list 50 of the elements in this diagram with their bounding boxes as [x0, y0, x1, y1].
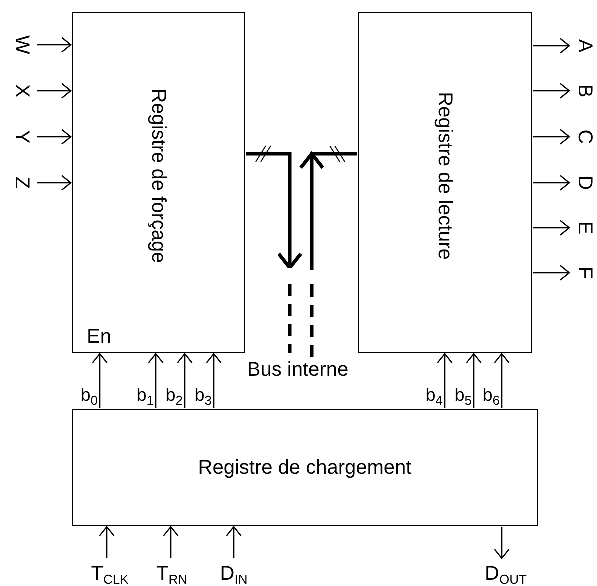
arrow — [163, 526, 179, 558]
arrow — [466, 353, 482, 408]
register-block — [72, 12, 245, 353]
arrow — [494, 527, 510, 560]
port-label: En — [87, 327, 112, 347]
signal-label: Y — [12, 130, 32, 144]
bit-label: b$_{3}$ — [194, 386, 212, 404]
bus-label: Bus interne — [247, 360, 349, 380]
arrow — [99, 526, 115, 558]
bit-label: b$_{5}$ — [454, 386, 472, 404]
register-title: Registre de forçage — [148, 88, 168, 263]
signal-label: C — [575, 130, 595, 144]
signal-label: E — [575, 221, 595, 235]
arrow — [226, 526, 242, 558]
register-block — [358, 12, 532, 353]
arrow — [177, 353, 193, 408]
signal-label: F — [575, 266, 595, 280]
arrow — [38, 175, 72, 191]
arrow — [494, 353, 510, 408]
signal-label: W — [12, 36, 32, 54]
arrow — [206, 353, 222, 408]
arrow — [533, 220, 570, 236]
arrow — [533, 129, 570, 145]
signal-label: A — [575, 39, 595, 53]
arrow — [533, 38, 570, 54]
signal-label: D$_{IN}$ — [220, 564, 248, 584]
arrow — [92, 353, 108, 408]
bit-label: b$_{0}$ — [80, 386, 98, 404]
register-title: Registre de chargement — [198, 458, 412, 478]
signal-label: X — [12, 84, 32, 98]
bit-label: b$_{6}$ — [482, 386, 500, 404]
signal-label: D — [575, 176, 595, 190]
arrow — [437, 353, 453, 408]
bit-label: b$_{4}$ — [426, 386, 443, 404]
signal-label: T$_{RN}$ — [156, 564, 188, 584]
register-title: Registre de lecture — [435, 92, 455, 260]
bit-label: b$_{1}$ — [136, 386, 154, 404]
signal-label: T$_{CLK}$ — [91, 564, 129, 584]
bit-label: b$_{2}$ — [166, 386, 183, 404]
arrow — [148, 353, 164, 408]
register-block — [72, 409, 538, 526]
signal-label: B — [575, 84, 595, 98]
arrow — [38, 37, 72, 53]
signal-label: Z — [12, 176, 32, 190]
arrow — [533, 265, 570, 281]
arrow — [38, 129, 72, 145]
arrow — [533, 175, 570, 191]
signal-label: D$_{OUT}$ — [485, 564, 527, 584]
arrow — [38, 83, 72, 99]
arrow — [533, 83, 570, 99]
